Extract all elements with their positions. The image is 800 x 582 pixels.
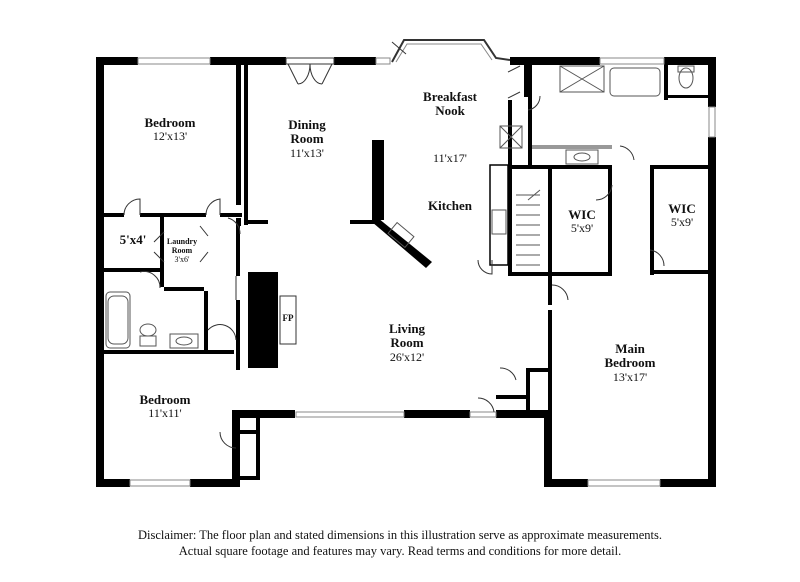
interior-walls: [104, 65, 708, 480]
room-label-bedroom-sw: Bedroom 11'x11': [120, 392, 210, 421]
room-dim: 26'x12': [389, 349, 425, 364]
room-label-living: Living Room 26'x12': [362, 321, 452, 364]
room-label-kitchen: Kitchen: [410, 198, 490, 213]
room-dim: 11'x11': [148, 406, 182, 421]
room-label-wic-center: WIC 5'x9': [556, 207, 608, 236]
room-label-closet: 5'x4': [108, 232, 158, 247]
doors: [123, 41, 665, 449]
room-name: Living: [388, 321, 426, 336]
room-dim: 13'x17': [612, 369, 648, 384]
room-name: Kitchen: [427, 198, 473, 213]
room-name-2: Room: [171, 245, 193, 255]
room-dim: 5'x4': [119, 232, 147, 247]
fixtures: [105, 65, 695, 349]
room-dim: 5'x9': [670, 215, 694, 230]
room-dim: 12'x13': [152, 129, 188, 144]
disclaimer-line-1: Disclaimer: The floor plan and stated di…: [138, 528, 662, 542]
room-name: Bedroom: [144, 115, 196, 130]
room-name-2: Room: [390, 335, 424, 351]
room-dim: 3'x6': [174, 254, 190, 264]
room-label-laundry: Laundry Room 3'x6': [162, 237, 202, 264]
room-name-2: Bedroom: [604, 355, 656, 371]
room-name: Main: [615, 341, 645, 356]
room-dim: 5'x9': [570, 221, 594, 236]
room-name: WIC: [568, 207, 596, 222]
room-dim: 11'x13': [290, 145, 324, 160]
room-name-2: Nook: [435, 103, 465, 119]
room-dim: 11'x17': [433, 151, 467, 165]
room-label-bedroom-nw: Bedroom 12'x13': [125, 115, 215, 144]
room-name: Bedroom: [139, 392, 191, 407]
room-name-2: Room: [290, 131, 324, 147]
room-label-main-bedroom: Main Bedroom 13'x17': [582, 341, 678, 384]
room-name: FP: [282, 313, 294, 323]
room-dim-kitchen: 11'x17': [420, 151, 480, 165]
room-name: Laundry: [166, 237, 198, 246]
disclaimer: Disclaimer: The floor plan and stated di…: [0, 527, 800, 559]
disclaimer-line-2: Actual square footage and features may v…: [178, 544, 622, 558]
room-name: WIC: [668, 201, 696, 216]
room-label-wic-right: WIC 5'x9': [656, 201, 708, 230]
room-label-breakfast: Breakfast Nook: [400, 89, 500, 119]
room-name: Breakfast: [423, 89, 477, 104]
room-label-fireplace: FP: [278, 313, 298, 324]
room-name: Dining: [288, 117, 326, 132]
windows: [129, 39, 716, 487]
room-label-dining: Dining Room 11'x13': [262, 117, 352, 160]
